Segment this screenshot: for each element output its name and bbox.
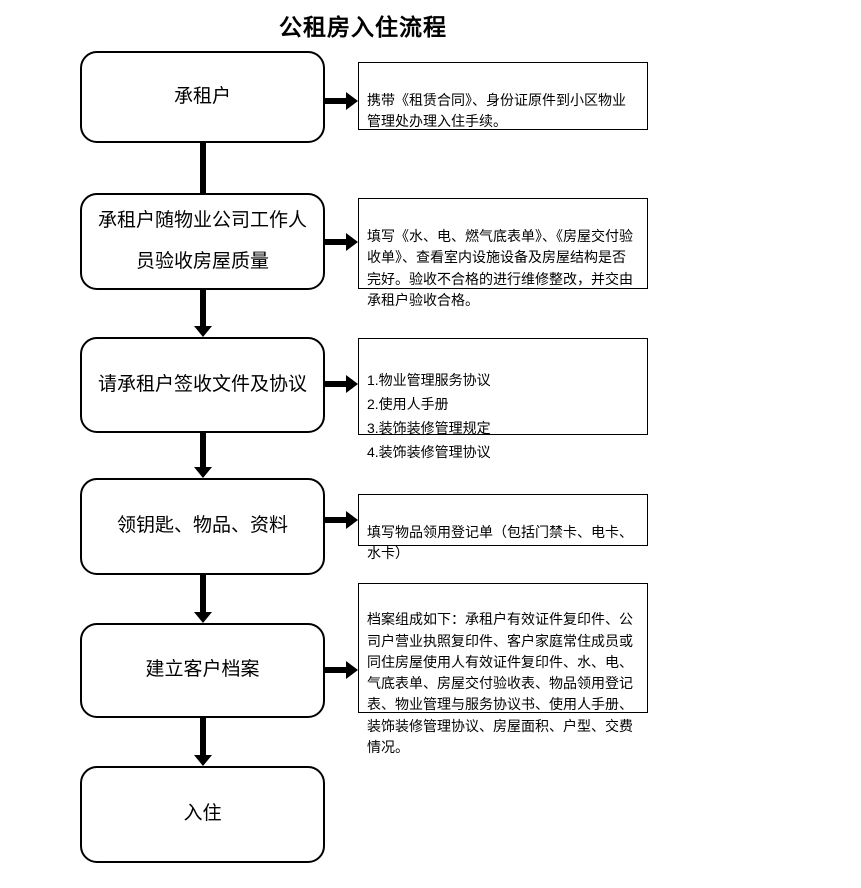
flow-step-label: 请承租户签收文件及协议 (97, 373, 307, 395)
arrow-head-right-icon (346, 511, 358, 529)
arrow-head-down-icon (193, 755, 212, 766)
note-text: 1.物业管理服务协议 2.使用人手册 3.装饰装修管理规定 4.装饰装修管理协议 (367, 372, 491, 460)
arrow-head-down-icon (193, 326, 212, 337)
flow-step-move-in: 入住 (80, 766, 325, 863)
arrow-head-right-icon (346, 92, 358, 110)
right-arrow (325, 511, 358, 529)
down-arrow (193, 718, 212, 766)
right-arrow (325, 375, 358, 393)
flow-step-label: 领钥匙、物品、资料 (116, 515, 288, 537)
right-arrow (325, 661, 358, 679)
arrow-head-down-icon (193, 467, 212, 478)
arrow-head-right-icon (346, 233, 358, 251)
note-box-item-register: 填写物品领用登记单（包括门禁卡、电卡、水卡） (358, 494, 648, 561)
note-box-file-composition: 档案组成如下：承租户有效证件复印件、公司户营业执照复印件、客户家庭常住成员或同住… (358, 583, 648, 755)
note-text: 携带《租赁合同》、身份证原件到小区物业管理处办理入住手续。 (367, 91, 626, 130)
arrow-head-down-icon (193, 612, 212, 623)
connector-shaft (199, 143, 206, 193)
note-text: 填写物品领用登记单（包括门禁卡、电卡、水卡） (367, 523, 633, 562)
down-arrow (193, 290, 212, 337)
arrow-shaft (325, 517, 347, 523)
arrow-shaft (325, 98, 347, 104)
flow-step-tenant: 承租户 (80, 51, 325, 143)
note-box-inspection-details: 填写《水、电、燃气底表单》、《房屋交付验收单》、查看室内设施设备及房屋结构是否完… (358, 198, 648, 308)
down-arrow (193, 575, 212, 623)
arrow-shaft (325, 239, 347, 245)
flow-step-inspect-housing: 承租户随物业公司工作人员验收房屋质量 (80, 193, 325, 290)
arrow-shaft (325, 381, 347, 387)
arrow-shaft (199, 433, 206, 467)
flow-step-sign-documents: 请承租户签收文件及协议 (80, 337, 325, 433)
right-arrow (325, 92, 358, 110)
note-box-agreement-list: 1.物业管理服务协议 2.使用人手册 3.装饰装修管理规定 4.装饰装修管理协议 (358, 338, 648, 460)
flow-step-receive-keys: 领钥匙、物品、资料 (80, 478, 325, 575)
arrow-head-right-icon (346, 661, 358, 679)
down-arrow (193, 433, 212, 478)
note-text: 档案组成如下：承租户有效证件复印件、公司户营业执照复印件、客户家庭常住成员或同住… (367, 611, 633, 756)
note-box-documents-required: 携带《租赁合同》、身份证原件到小区物业管理处办理入住手续。 (358, 62, 648, 130)
arrow-head-right-icon (346, 375, 358, 393)
flow-step-label: 承租户随物业公司工作人员验收房屋质量 (97, 209, 307, 272)
flow-step-create-customer-file: 建立客户档案 (80, 623, 325, 718)
flow-step-label: 入住 (183, 803, 222, 825)
arrow-shaft (199, 718, 206, 755)
arrow-shaft (199, 575, 206, 612)
page-title: 公租房入住流程 (279, 14, 447, 40)
arrow-shaft (199, 290, 206, 326)
flow-step-label: 承租户 (173, 85, 231, 107)
note-text: 填写《水、电、燃气底表单》、《房屋交付验收单》、查看室内设施设备及房屋结构是否完… (367, 227, 633, 309)
right-arrow (325, 233, 358, 251)
flow-step-label: 建立客户档案 (145, 659, 260, 681)
down-connector-line (193, 143, 212, 193)
arrow-shaft (325, 667, 347, 673)
